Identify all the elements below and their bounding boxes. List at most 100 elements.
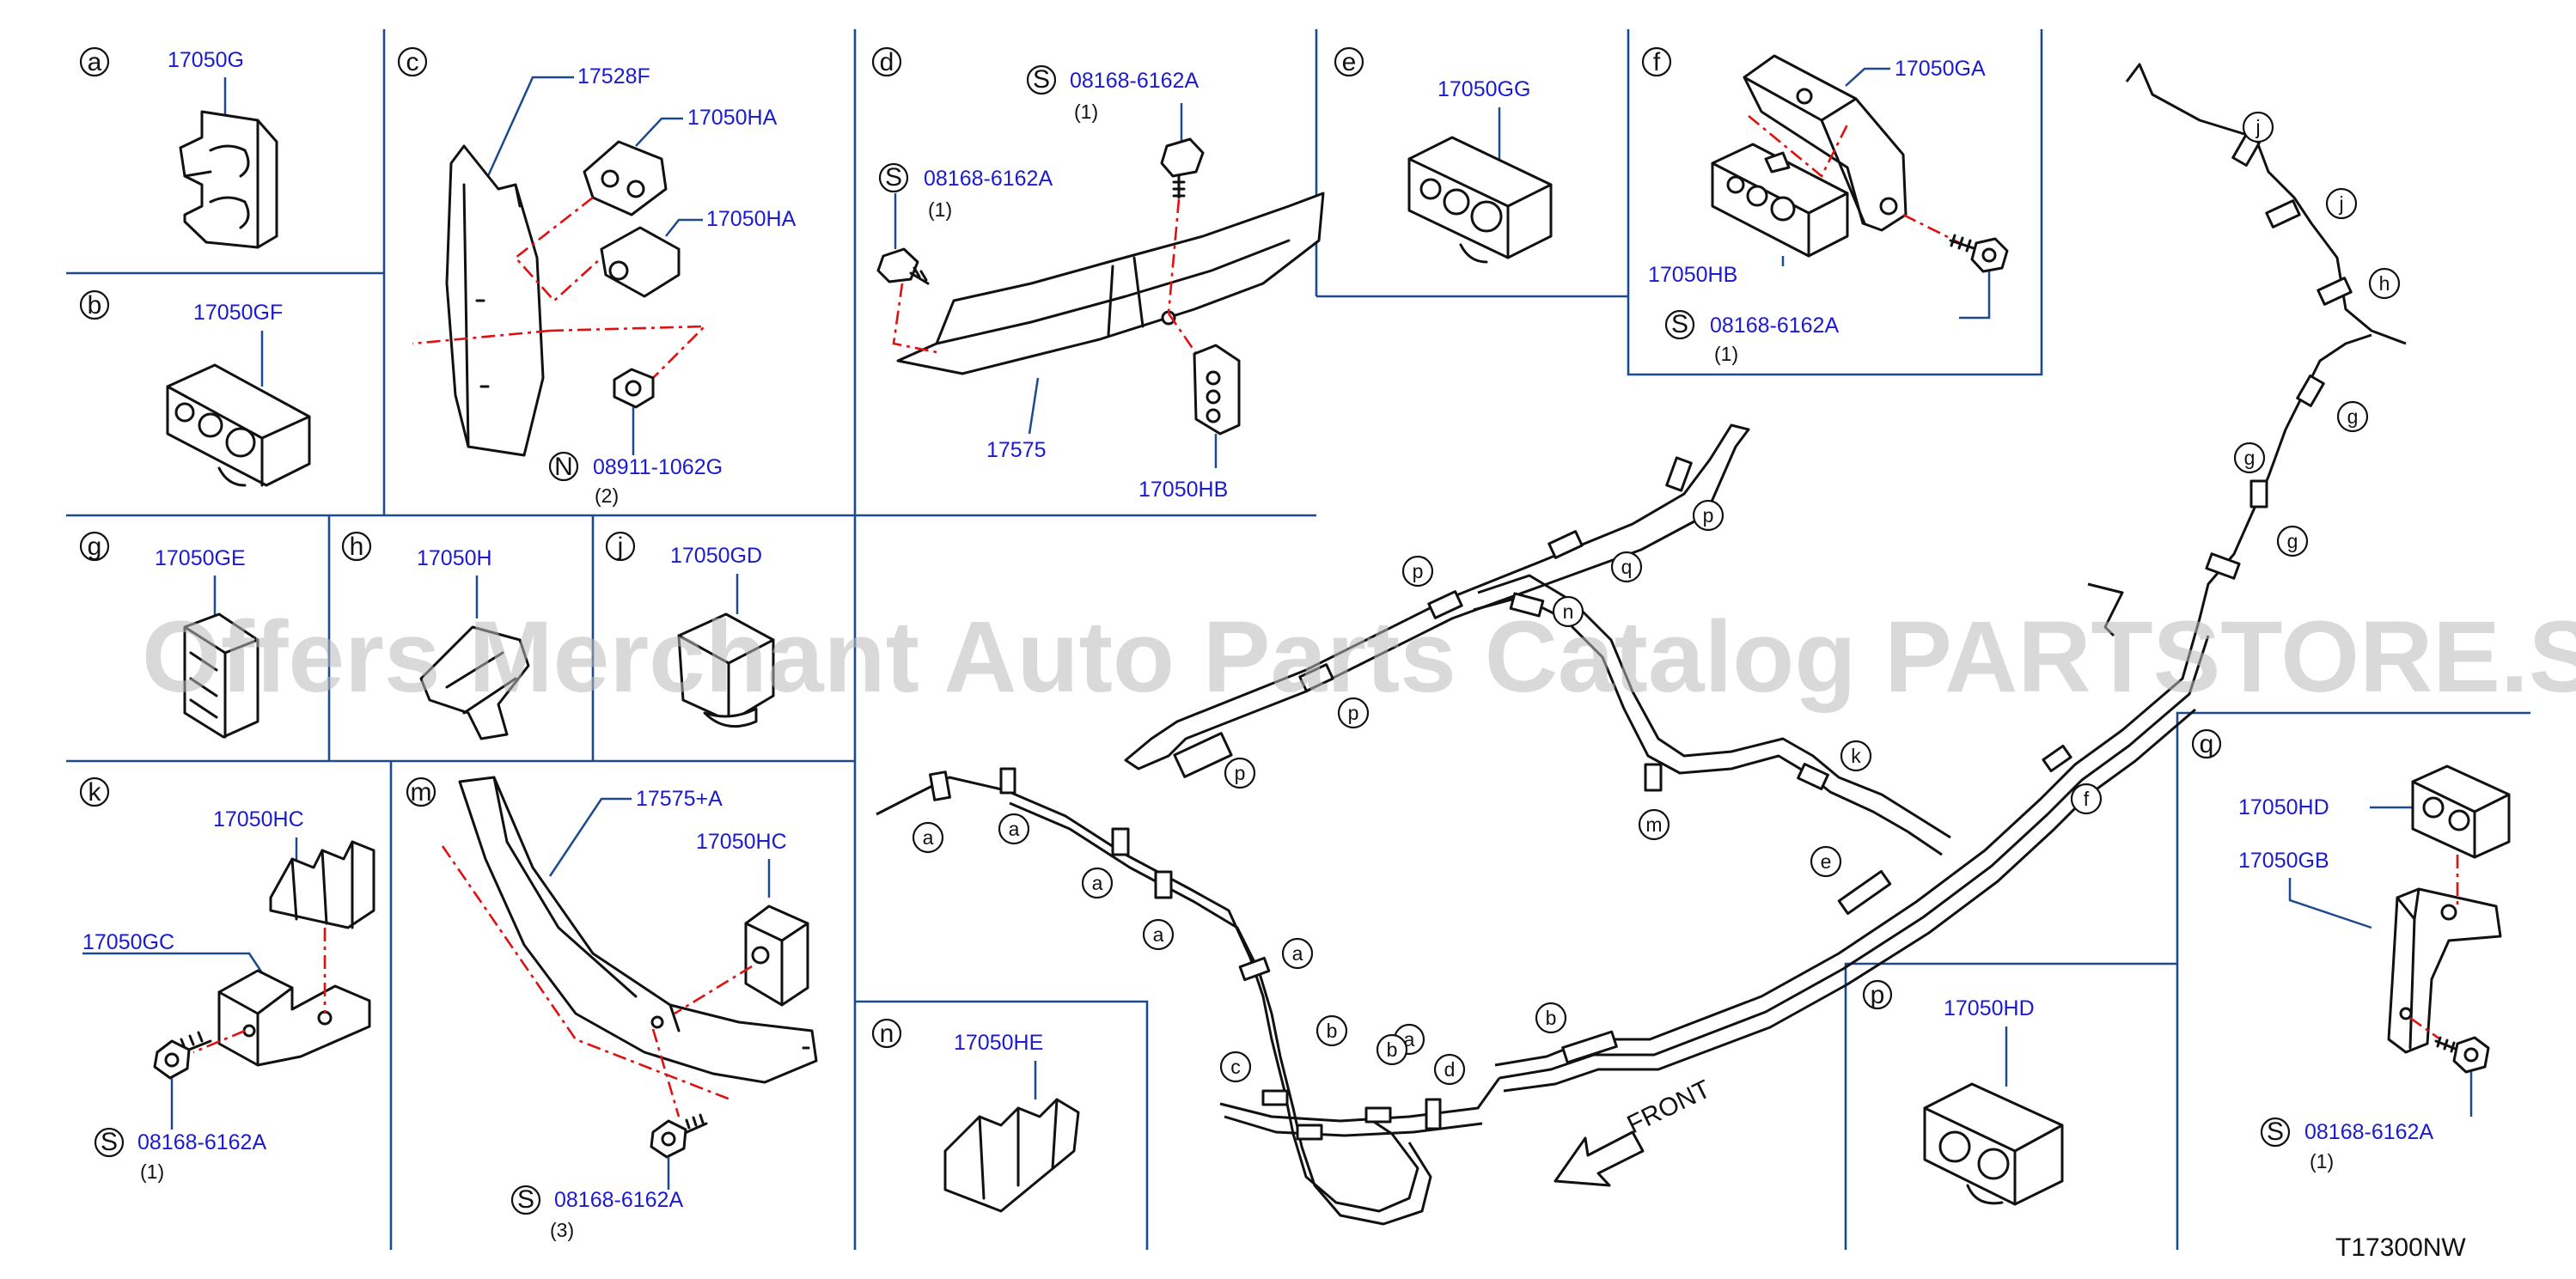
ref-bubble: p: [1337, 697, 1370, 729]
svg-text:a: a: [1292, 942, 1303, 965]
diagram-code: T17300NW: [2335, 1233, 2466, 1262]
ref-bubble: c: [1219, 1051, 1252, 1083]
panel-d-fastener-2-code: 08168-6162A: [924, 167, 1053, 191]
panel-q-fastener-qty: (1): [2310, 1150, 2334, 1172]
panel-k-part-2: 17050GC: [82, 930, 174, 954]
bolt-d-left-shape: [876, 247, 930, 285]
svg-text:q: q: [1621, 556, 1633, 578]
svg-text:d: d: [1444, 1058, 1456, 1081]
watermark: Offers Merchant Auto Parts Catalog PARTS…: [142, 600, 2576, 714]
svg-text:k: k: [1851, 745, 1861, 767]
svg-text:b: b: [1387, 1038, 1398, 1061]
clip-17050ha-lower-shape: [600, 226, 681, 298]
svg-text:h: h: [2379, 272, 2390, 295]
panel-e-letter: e: [1342, 48, 1357, 76]
panel-c-part-3: 17050HA: [706, 207, 797, 231]
clip-17050ge-shape: [183, 612, 259, 739]
front-label: FRONT: [1623, 1075, 1715, 1139]
panel-d-fastener-2-qty: (1): [928, 198, 952, 221]
clip-17050hc-m-shape: [744, 904, 809, 1007]
pipe-rear: [2125, 63, 2407, 345]
clamp-17050hd-q-shape: [2411, 764, 2511, 859]
panel-d-part-1: 17575: [986, 438, 1047, 462]
panel-p: p 17050HD: [1862, 979, 2064, 1206]
ref-bubble: p: [1692, 499, 1724, 532]
ref-bubble: k: [1840, 740, 1872, 772]
panel-n-part-1: 17050HE: [954, 1031, 1043, 1055]
panel-k-letter: k: [89, 778, 102, 807]
panel-h: h 17050H: [341, 531, 530, 740]
ref-bubble: b: [1376, 1033, 1408, 1066]
panel-j: j 17050GD: [605, 531, 775, 728]
panel-q-fastener-type: S: [2267, 1118, 2284, 1146]
pipe-clips: [929, 134, 2353, 1141]
panel-c-part-1: 17528F: [577, 64, 650, 88]
pipe-upper: [1124, 423, 1750, 770]
ref-bubble: n: [1552, 595, 1584, 628]
clip-17050g-shape: [179, 110, 278, 249]
panel-q-part-1: 17050HD: [2238, 795, 2329, 819]
ref-bubble: g: [2336, 400, 2369, 433]
panel-q: q 17050HD 17050GB S 08168-6162A (1): [2191, 728, 2511, 1172]
panel-m-fastener-type: S: [517, 1185, 534, 1214]
clip-17050h-shape: [419, 625, 530, 740]
ref-bubble: b: [1535, 1002, 1567, 1034]
svg-text:n: n: [1563, 600, 1574, 623]
svg-text:a: a: [1092, 872, 1103, 894]
ref-bubble: j: [2242, 111, 2274, 143]
panel-a-part-1: 17050G: [168, 48, 244, 72]
panel-c-fastener-qty: (2): [595, 484, 619, 507]
panel-f-fastener-qty: (1): [1714, 343, 1738, 365]
ref-bubble: p: [1401, 555, 1434, 588]
clip-17050hb-f-shape: [1711, 143, 1849, 258]
panel-c-letter: c: [406, 48, 419, 76]
ref-bubble: q: [1610, 551, 1643, 583]
panel-k-part-1: 17050HC: [213, 807, 304, 831]
panel-frames: [66, 29, 2530, 1250]
panel-a: a 17050G: [79, 46, 278, 249]
panel-e-part-1: 17050GG: [1438, 77, 1530, 101]
ref-bubble: a: [1281, 937, 1314, 970]
panel-n-letter: n: [880, 1020, 894, 1048]
pipe-left-2: [1009, 801, 1432, 1226]
panel-j-part-1: 17050GD: [670, 544, 762, 568]
ref-bubble: a: [1142, 918, 1175, 951]
bracket-17050gb-shape: [2387, 887, 2502, 1054]
svg-text:p: p: [1348, 702, 1359, 724]
panel-a-badge: [79, 46, 110, 77]
panel-d-fastener-1-code: 08168-6162A: [1070, 69, 1199, 93]
panel-g: g 17050GE: [79, 531, 259, 739]
svg-text:g: g: [2287, 530, 2298, 552]
panel-g-letter: g: [88, 533, 102, 561]
svg-text:g: g: [2244, 447, 2256, 469]
svg-text:a: a: [1153, 923, 1164, 946]
panel-d-letter: d: [880, 48, 894, 76]
panel-h-part-1: 17050H: [417, 546, 492, 570]
clip-17050gd-shape: [677, 612, 775, 728]
panel-f-letter: f: [1653, 48, 1661, 76]
panel-q-letter: q: [2200, 730, 2214, 758]
svg-text:p: p: [1703, 504, 1714, 527]
panel-b-part-1: 17050GF: [193, 301, 283, 325]
panel-a-letter: a: [88, 48, 102, 76]
panel-m-part-1: 17575+A: [636, 787, 723, 811]
bolt-q-shape: [2434, 1036, 2490, 1074]
ref-bubble: f: [2070, 783, 2103, 815]
panel-c-fastener-type: N: [554, 453, 573, 481]
panel-q-part-2: 17050GB: [2238, 849, 2329, 873]
panel-p-part-1: 17050HD: [1944, 996, 2035, 1020]
panel-m-fastener-code: 08168-6162A: [554, 1188, 683, 1212]
ref-bubble: d: [1433, 1053, 1466, 1086]
panel-k-fastener-code: 08168-6162A: [137, 1130, 266, 1154]
ref-bubble: j: [2325, 187, 2358, 220]
pipe-lower-1: [1494, 333, 2372, 1067]
panel-f: f 17050GA 17050HB S 08168-6162A (1): [1641, 46, 2009, 365]
panel-d-part-2: 17050HB: [1138, 478, 1228, 502]
ref-bubble: g: [2233, 442, 2266, 474]
panel-k: k 17050HC 17050GC S 08168-6162A (1): [79, 777, 375, 1183]
panel-h-letter: h: [350, 533, 364, 561]
panel-m-part-2: 17050HC: [696, 830, 787, 854]
panel-d-fastener-1-type: S: [1033, 65, 1050, 94]
clip-17050hc-k-shape: [269, 840, 375, 929]
